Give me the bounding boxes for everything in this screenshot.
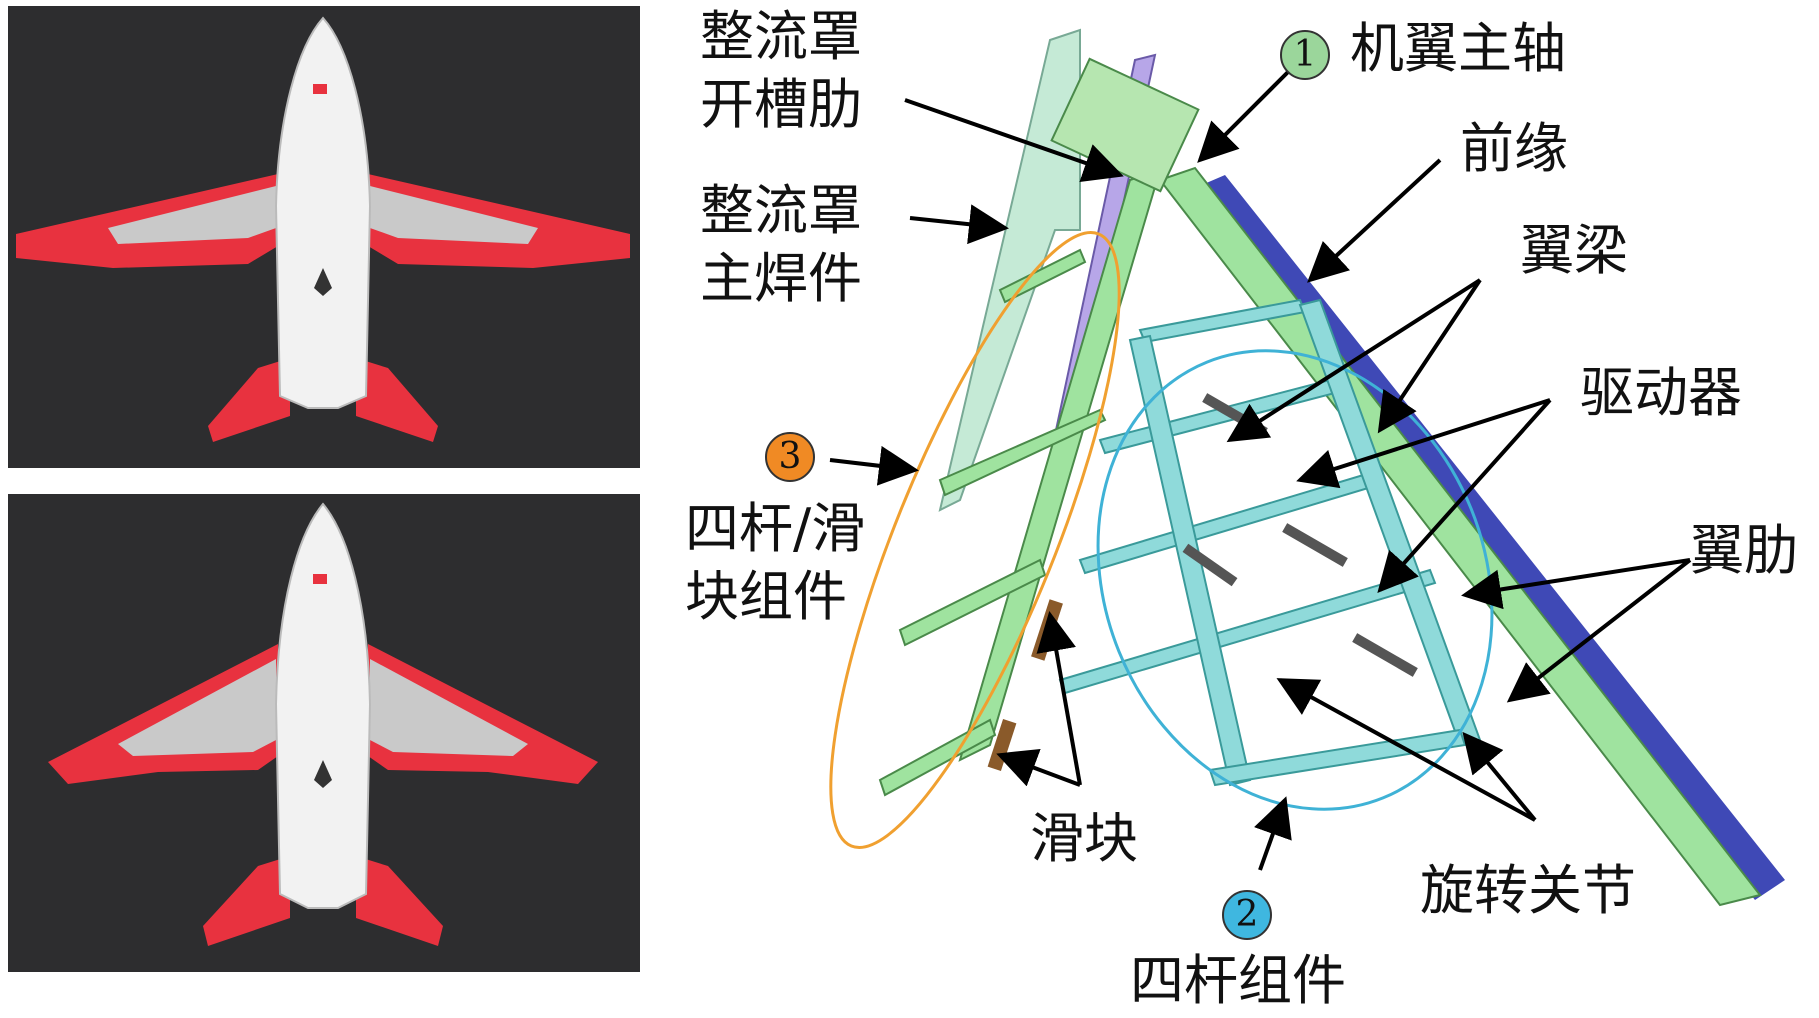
right-wing-grey-panel (370, 186, 538, 244)
callout-arrows (829, 68, 1692, 871)
rib-lattice (1058, 298, 1482, 787)
right-tail-red (356, 856, 443, 946)
fuselage (274, 16, 372, 409)
fuselage-red-marker (313, 574, 327, 584)
ellipse-four-bar (1096, 349, 1494, 811)
label-main-shaft: 机翼主轴 (1350, 17, 1566, 80)
fuselage-sensor (314, 760, 332, 788)
right-tail-red (356, 358, 438, 442)
left-wing-grey-panel (108, 186, 276, 244)
aircraft-swept-illustration (16, 16, 630, 442)
fuselage-red-marker (313, 84, 327, 94)
label-fairing-slot-rib-1: 整流罩 (700, 5, 862, 68)
right-wing-grey-panel (370, 659, 528, 756)
label-four-bar-slider-2: 块组件 (685, 565, 847, 628)
aircraft-extended-illustration (48, 502, 598, 946)
label-spar: 翼梁 (1520, 219, 1628, 282)
aircraft-wings-swept-photo (8, 6, 640, 468)
left-tail-red (203, 856, 290, 946)
badge-2: 2 (1222, 890, 1272, 940)
label-rotary-joint: 旋转关节 (1420, 859, 1636, 922)
label-slider: 滑块 (1030, 807, 1138, 870)
fuselage (274, 502, 372, 909)
label-four-bar: 四杆组件 (1130, 949, 1346, 1012)
label-fairing-main-weldment-1: 整流罩 (700, 179, 862, 242)
label-four-bar-slider-1: 四杆/滑 (685, 497, 866, 560)
left-wing-grey-panel (118, 659, 276, 756)
left-tail-red (208, 358, 290, 442)
label-actuator: 驱动器 (1580, 361, 1742, 424)
badge-3: 3 (765, 432, 815, 482)
aircraft-wings-extended-photo (8, 494, 640, 972)
label-rib: 翼肋 (1690, 519, 1798, 582)
badge-1: 1 (1280, 30, 1330, 80)
fuselage-sensor (314, 268, 332, 296)
ellipse-four-bar-slider (829, 231, 1121, 849)
label-fairing-slot-rib-2: 开槽肋 (700, 73, 862, 136)
label-leading-edge: 前缘 (1460, 117, 1568, 180)
label-fairing-main-weldment-2: 主焊件 (700, 247, 862, 310)
